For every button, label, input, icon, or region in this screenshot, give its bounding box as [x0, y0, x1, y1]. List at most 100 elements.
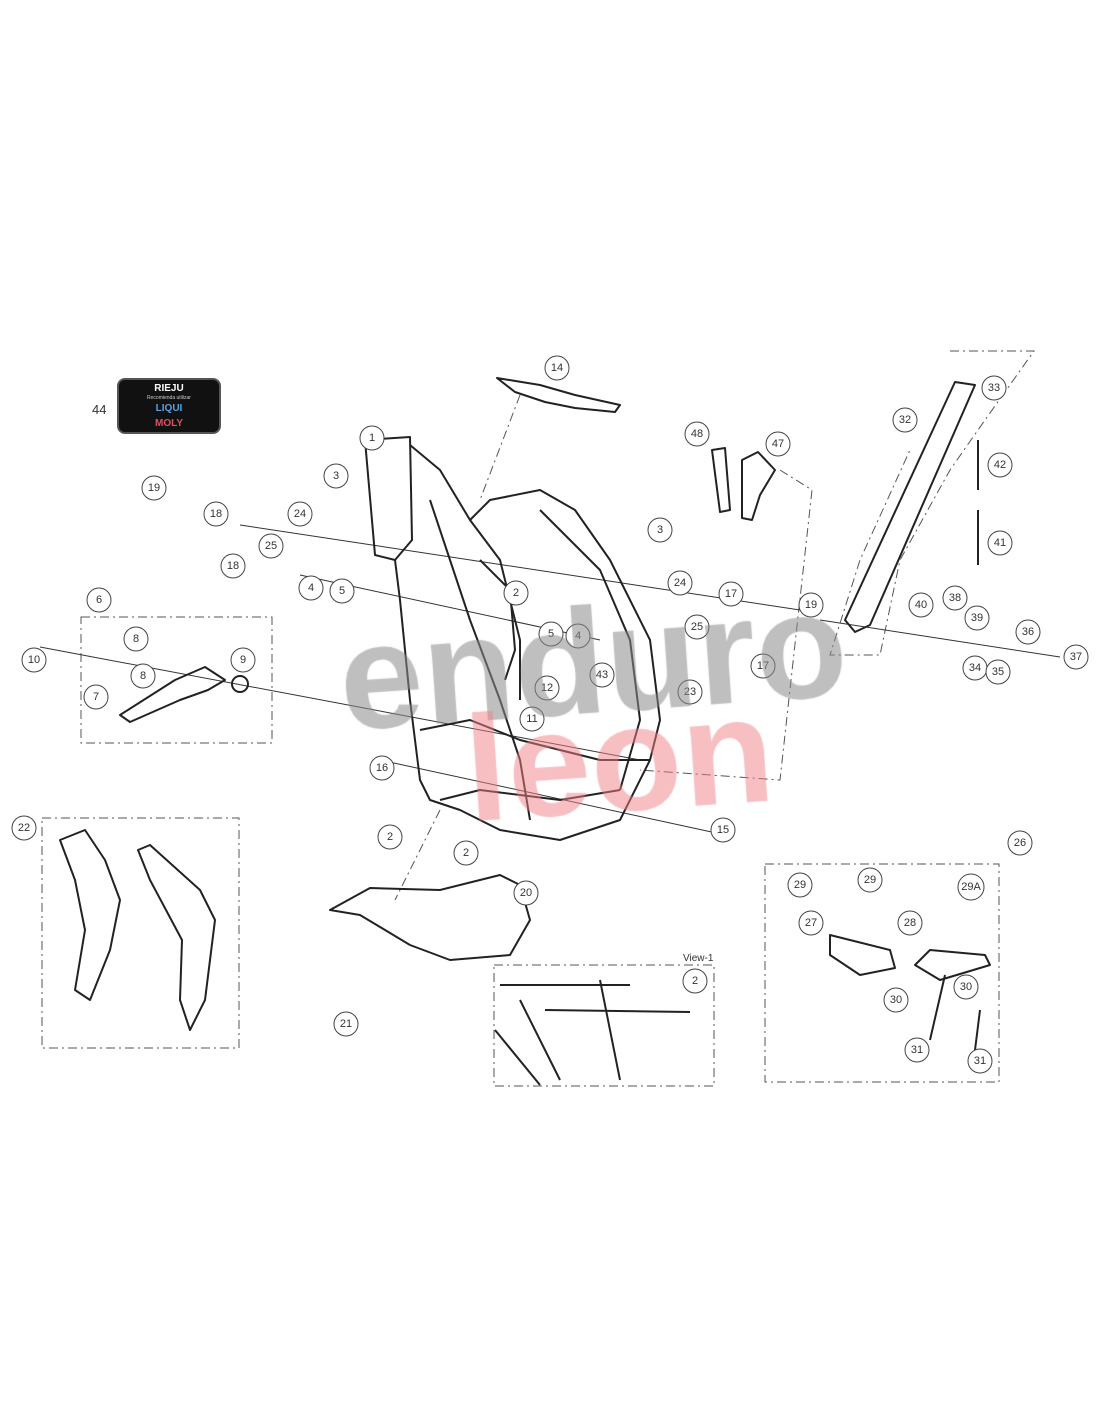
callout-10: 10 [21, 647, 47, 673]
callout-32: 32 [892, 407, 918, 433]
callout-number: 12 [541, 682, 553, 694]
callout-number: 5 [339, 585, 345, 597]
callout-7: 7 [83, 684, 109, 710]
callout-number: 32 [899, 414, 911, 426]
part-pin-31b [974, 1009, 981, 1051]
callout-23: 23 [677, 679, 703, 705]
callout-18: 18 [220, 553, 246, 579]
callout-48: 48 [684, 421, 710, 447]
callout-24: 24 [667, 570, 693, 596]
callout-number: 26 [1014, 837, 1026, 849]
leader-line [639, 469, 813, 781]
callout-2: 2 [503, 580, 529, 606]
callout-number: 41 [994, 537, 1006, 549]
callout-number: 27 [805, 917, 817, 929]
callout-35: 35 [985, 659, 1011, 685]
callout-29A: 29A [957, 873, 985, 901]
callout-number: 17 [757, 660, 769, 672]
callout-number: 4 [575, 630, 581, 642]
callout-number: 2 [513, 587, 519, 599]
callout-number: 24 [674, 577, 686, 589]
callout-20: 20 [513, 880, 539, 906]
logo-tagline: Recomienda utilizar [147, 395, 191, 401]
callout-21: 21 [333, 1011, 359, 1037]
callout-number: 5 [548, 628, 554, 640]
view-1-detail [494, 979, 691, 1086]
callout-25: 25 [684, 614, 710, 640]
callout-number: 34 [969, 662, 981, 674]
callout-3: 3 [647, 517, 673, 543]
callout-4: 4 [298, 575, 324, 601]
callout-1: 1 [359, 425, 385, 451]
callout-39: 39 [964, 605, 990, 631]
callout-34: 34 [962, 655, 988, 681]
callout-number: 1 [369, 432, 375, 444]
logo-item-number: 44 [92, 402, 106, 417]
callout-number: 2 [692, 975, 698, 987]
callout-number: 37 [1070, 651, 1082, 663]
callout-number: 2 [387, 831, 393, 843]
callout-number: 20 [520, 887, 532, 899]
callout-6: 6 [86, 587, 112, 613]
callout-47: 47 [765, 431, 791, 457]
callout-number: 31 [974, 1055, 986, 1067]
view-1-label: View-1 [683, 953, 714, 964]
logo-oil-line2: MOLY [155, 418, 183, 429]
part-pin-31a [929, 974, 946, 1041]
callout-3: 3 [323, 463, 349, 489]
leader-line [394, 809, 441, 901]
callout-19: 19 [798, 592, 824, 618]
callout-26: 26 [1007, 830, 1033, 856]
group-box-frame-guards [41, 817, 240, 1049]
callout-number: 24 [294, 508, 306, 520]
callout-19: 19 [141, 475, 167, 501]
callout-22: 22 [11, 815, 37, 841]
callout-42: 42 [987, 452, 1013, 478]
callout-36: 36 [1015, 619, 1041, 645]
callout-11: 11 [519, 706, 545, 732]
callout-27: 27 [798, 910, 824, 936]
callout-number: 25 [691, 621, 703, 633]
callout-4: 4 [565, 623, 591, 649]
part-headlight-bracket [496, 377, 621, 413]
callout-8: 8 [123, 626, 149, 652]
callout-number: 42 [994, 459, 1006, 471]
callout-number: 18 [210, 508, 222, 520]
callout-number: 40 [915, 599, 927, 611]
callout-2: 2 [682, 968, 708, 994]
callout-16: 16 [369, 755, 395, 781]
callout-number: 19 [805, 599, 817, 611]
callout-number: 47 [772, 438, 784, 450]
callout-18: 18 [203, 501, 229, 527]
part-bracket-48 [711, 447, 731, 513]
callout-number: 15 [717, 824, 729, 836]
callout-2: 2 [377, 824, 403, 850]
part-skid-plate-20 [329, 874, 531, 961]
callout-number: 3 [657, 524, 663, 536]
callout-12: 12 [534, 675, 560, 701]
callout-25: 25 [258, 533, 284, 559]
axis-line [379, 759, 731, 837]
callout-31: 31 [967, 1048, 993, 1074]
callout-number: 22 [18, 822, 30, 834]
callout-number: 28 [904, 917, 916, 929]
callout-30: 30 [883, 987, 909, 1013]
callout-number: 43 [596, 669, 608, 681]
callout-number: 48 [691, 428, 703, 440]
callout-number: 38 [949, 592, 961, 604]
callout-number: 8 [133, 633, 139, 645]
callout-number: 29A [961, 881, 981, 893]
callout-2: 2 [453, 840, 479, 866]
part-frame-guard-left [59, 829, 121, 1001]
logo-brand: RIEJU [154, 383, 183, 394]
callout-number: 30 [890, 994, 902, 1006]
callout-31: 31 [904, 1037, 930, 1063]
callout-43: 43 [589, 662, 615, 688]
callout-number: 16 [376, 762, 388, 774]
logo-oil-line1: LIQUI [156, 403, 183, 414]
callout-number: 4 [308, 582, 314, 594]
callout-number: 7 [93, 691, 99, 703]
callout-number: 25 [265, 540, 277, 552]
callout-number: 21 [340, 1018, 352, 1030]
callout-number: 29 [794, 879, 806, 891]
